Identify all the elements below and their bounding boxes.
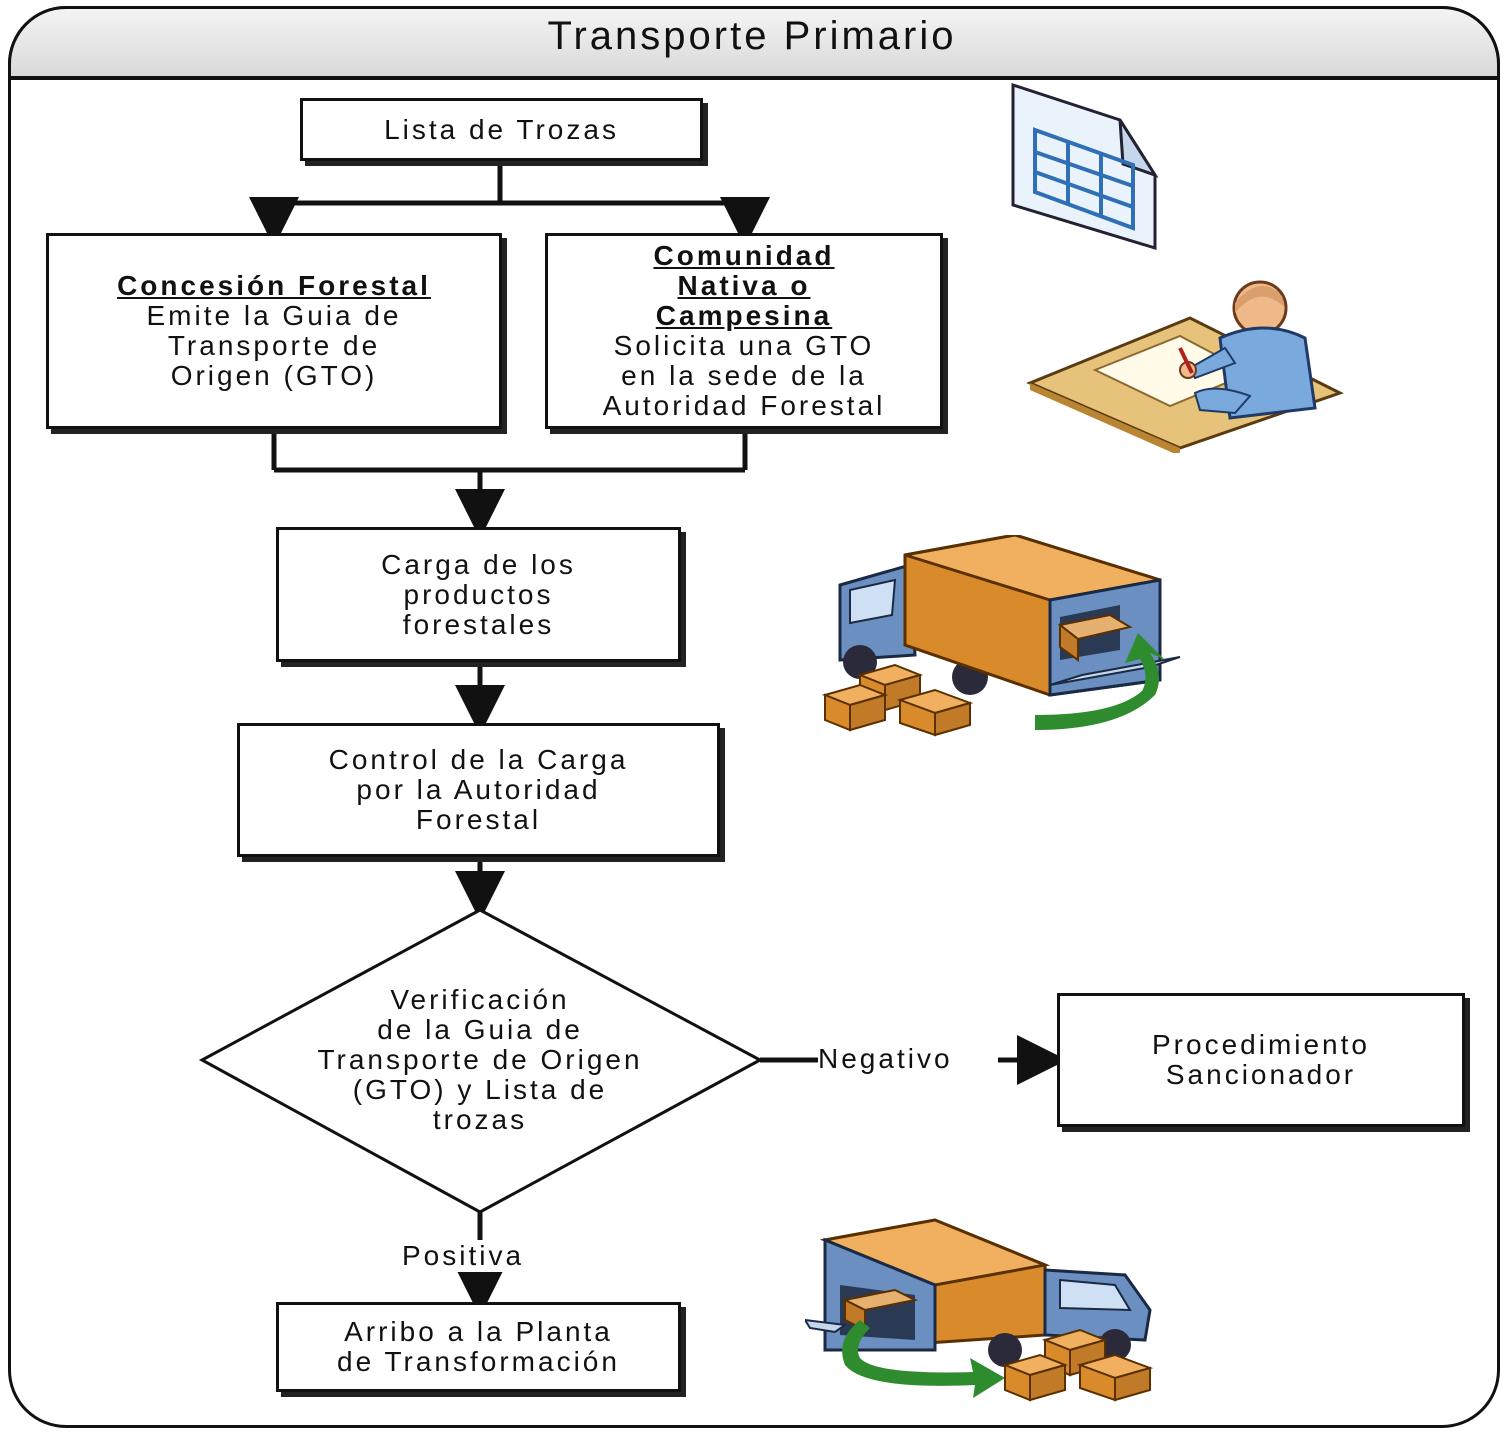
node-lista-label: Lista de Trozas <box>384 113 619 145</box>
diagram-title: Transporte Primario <box>547 14 957 58</box>
node-carga-productos: Carga de los productos forestales <box>276 527 681 662</box>
node-comunidad-nativa: Comunidad Nativa o Campesina Solicita un… <box>545 233 943 429</box>
node-lista-de-trozas: Lista de Trozas <box>300 98 703 161</box>
concesion-heading: Concesión Forestal <box>117 270 431 301</box>
person-at-desk-icon <box>1026 280 1344 453</box>
edge-label-positiva: Positiva <box>402 1240 525 1272</box>
arribo-line-2: de Transformación <box>337 1346 620 1377</box>
comunidad-line-1: Solicita una GTO <box>613 330 875 361</box>
node-procedimiento-sancionador: Procedimiento Sancionador <box>1057 993 1465 1127</box>
comunidad-heading-1: Comunidad <box>653 240 835 271</box>
carga-line-1: Carga de los <box>381 548 576 580</box>
decision-diamond <box>198 908 764 1214</box>
carga-line-3: forestales <box>402 608 555 640</box>
concesion-line-3: Origen (GTO) <box>170 360 378 391</box>
title-bar <box>8 6 1500 80</box>
verificacion-line-4: (GTO) y Lista de <box>352 1074 608 1105</box>
comunidad-heading-2: Nativa o <box>677 270 811 301</box>
truck-unloading-icon <box>805 1218 1154 1402</box>
comunidad-line-2: en la sede de la <box>621 360 867 391</box>
comunidad-heading-3: Campesina <box>655 300 833 331</box>
node-control-carga: Control de la Carga por la Autoridad For… <box>237 723 720 857</box>
verificacion-text: Verificación de la Guia de Transporte de… <box>250 985 710 1135</box>
concesion-line-1: Emite la Guia de <box>146 300 402 331</box>
control-line-2: por la Autoridad <box>356 774 601 805</box>
procedimiento-line-2: Sancionador <box>1165 1059 1357 1090</box>
verificacion-line-1: Verificación <box>390 984 570 1015</box>
carga-line-2: productos <box>403 578 554 610</box>
comunidad-line-3: Autoridad Forestal <box>602 390 886 421</box>
control-line-3: Forestal <box>415 804 542 835</box>
node-concesion-forestal: Concesión Forestal Emite la Guia de Tran… <box>46 233 502 429</box>
concesion-line-2: Transporte de <box>167 330 381 361</box>
procedimiento-line-1: Procedimiento <box>1152 1029 1370 1060</box>
verificacion-line-3: Transporte de Origen <box>317 1044 643 1075</box>
verificacion-line-5: trozas <box>432 1104 528 1135</box>
verificacion-line-2: de la Guia de <box>377 1014 583 1045</box>
spreadsheet-document-icon <box>1011 82 1159 251</box>
control-line-1: Control de la Carga <box>328 744 629 775</box>
truck-loading-icon <box>821 535 1180 737</box>
edge-label-negativo: Negativo <box>818 1043 953 1075</box>
node-arribo-planta: Arribo a la Planta de Transformación <box>276 1302 681 1392</box>
arribo-line-1: Arribo a la Planta <box>344 1316 613 1347</box>
